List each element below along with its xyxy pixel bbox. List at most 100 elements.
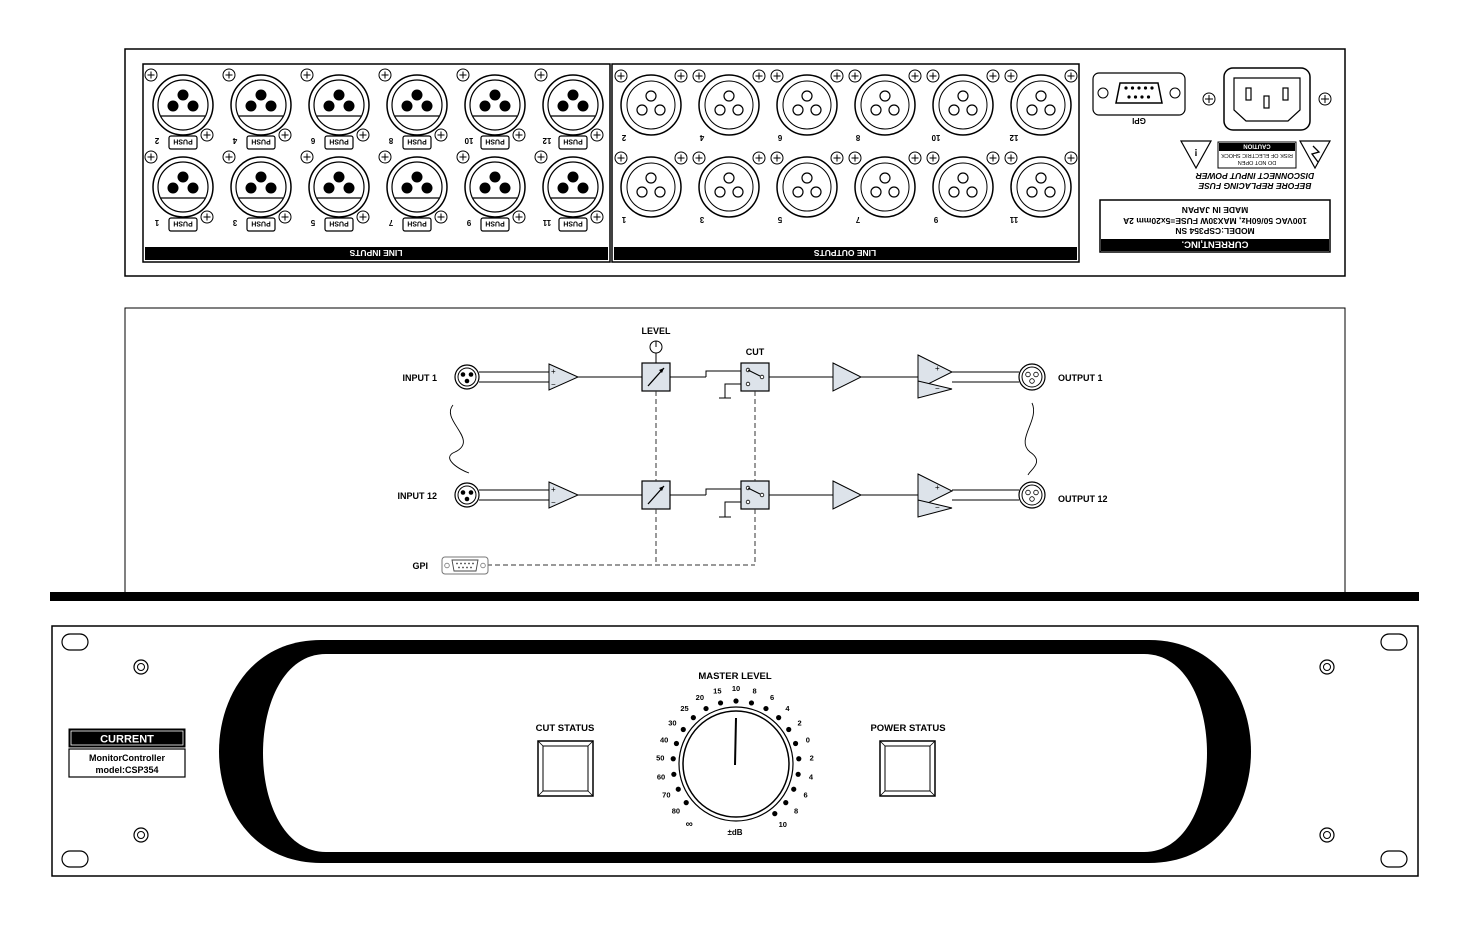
input-12-label: INPUT 12 bbox=[397, 491, 437, 501]
scale-tick bbox=[671, 771, 677, 777]
rating-model: MODEL:CSP354 SN bbox=[1175, 226, 1254, 236]
svg-text:−: − bbox=[935, 384, 940, 393]
channel-number: 9 bbox=[466, 218, 471, 227]
xlr-output-jack[interactable]: 6 bbox=[770, 69, 844, 142]
push-label: PUSH bbox=[485, 138, 504, 145]
channel-number: 3 bbox=[232, 218, 237, 227]
gpi-connector[interactable] bbox=[1092, 72, 1186, 116]
push-label: PUSH bbox=[329, 138, 348, 145]
xlr-input-jack[interactable]: PUSH 4 bbox=[222, 68, 292, 150]
warning-line-1: DISCONNECT INPUT POWER bbox=[1195, 171, 1314, 181]
buffer-amp-1 bbox=[832, 362, 863, 392]
svg-text:−: − bbox=[551, 498, 556, 507]
gpi-rear-label: GPI bbox=[1132, 116, 1146, 125]
scale-label: 20 bbox=[696, 693, 704, 702]
xlr-output-jack[interactable]: 9 bbox=[926, 151, 1000, 224]
xlr-output-jack[interactable]: 7 bbox=[848, 151, 922, 224]
channel-number: 2 bbox=[621, 133, 626, 142]
caution-warning: ! CAUTION RISK OF ELECTRIC SHOCK DO NOT … bbox=[1179, 140, 1332, 191]
master-level-knob[interactable] bbox=[678, 706, 794, 822]
xlr-input-jack[interactable]: PUSH 11 bbox=[534, 150, 604, 232]
scale-label: 80 bbox=[672, 807, 680, 816]
xlr-output-jack[interactable]: 11 bbox=[1004, 151, 1078, 224]
channel-number: 7 bbox=[855, 215, 860, 224]
output-amp-minus-12 bbox=[917, 499, 953, 518]
cut-switch-12 bbox=[740, 480, 770, 510]
output-12-label: OUTPUT 12 bbox=[1058, 494, 1108, 504]
scale-label: 8 bbox=[794, 807, 798, 816]
svg-text:+: + bbox=[551, 367, 556, 376]
buffer-amp-12 bbox=[832, 480, 863, 510]
xlr-input-jack[interactable]: PUSH 1 bbox=[144, 150, 214, 232]
xlr-output-jack[interactable]: 12 bbox=[1004, 69, 1078, 142]
lightning-triangle-icon bbox=[1298, 140, 1332, 170]
xlr-output-jacks: 2 4 6 8 10 12 1 3 5 7 9 11 bbox=[614, 69, 1078, 224]
xlr-output-jack[interactable]: 3 bbox=[692, 151, 766, 224]
channel-number: 1 bbox=[154, 218, 159, 227]
xlr-output-jack[interactable]: 10 bbox=[926, 69, 1000, 142]
scale-tick bbox=[673, 740, 680, 747]
rating-power: 100VAC 50/60Hz, MAX30W FUSE=5x20mm 2A bbox=[1123, 216, 1307, 226]
xlr-output-jack[interactable]: 2 bbox=[614, 69, 688, 142]
cut-status-label: CUT STATUS bbox=[536, 723, 595, 734]
push-label: PUSH bbox=[251, 138, 270, 145]
push-label: PUSH bbox=[563, 220, 582, 227]
power-status-button[interactable] bbox=[879, 740, 936, 797]
channel-number: 9 bbox=[933, 215, 938, 224]
caution-line-2: DO NOT OPEN bbox=[1238, 159, 1276, 165]
xlr-output-jack[interactable]: 4 bbox=[692, 69, 766, 142]
scale-tick bbox=[776, 715, 782, 721]
channel-number: 10 bbox=[931, 133, 940, 142]
svg-text:!: ! bbox=[1194, 146, 1197, 157]
caution-line-1: RISK OF ELECTRIC SHOCK bbox=[1221, 152, 1293, 158]
push-label: PUSH bbox=[173, 138, 192, 145]
scale-label: 10 bbox=[732, 684, 740, 693]
cut-status-button[interactable] bbox=[537, 740, 594, 797]
input-amp-12 bbox=[548, 481, 580, 509]
product-name: MonitorController bbox=[89, 753, 165, 763]
channel-number: 12 bbox=[542, 136, 551, 145]
scale-label: 25 bbox=[680, 704, 688, 713]
channel-number: 11 bbox=[542, 218, 551, 227]
master-level-label: MASTER LEVEL bbox=[698, 671, 772, 682]
rack-slot-top-right bbox=[1380, 633, 1408, 651]
scale-label: 60 bbox=[657, 772, 665, 781]
channel-number: 1 bbox=[621, 215, 626, 224]
xlr-output-jack[interactable]: 1 bbox=[614, 151, 688, 224]
channel-number: 10 bbox=[464, 136, 473, 145]
channel-number: 8 bbox=[855, 133, 860, 142]
control-lines bbox=[487, 391, 756, 566]
scale-tick bbox=[795, 771, 801, 777]
output-amp-minus-1 bbox=[917, 380, 953, 399]
output-ellipsis-wave bbox=[1024, 402, 1037, 476]
ac-power-inlet[interactable] bbox=[1202, 67, 1332, 131]
line-outputs-box bbox=[611, 63, 1080, 263]
xlr-output-jack[interactable]: 5 bbox=[770, 151, 844, 224]
power-status-label: POWER STATUS bbox=[870, 723, 945, 734]
xlr-output-jack[interactable]: 8 bbox=[848, 69, 922, 142]
xlr-input-jack[interactable]: PUSH 10 bbox=[456, 68, 526, 150]
line-inputs-label: LINE INPUTS bbox=[349, 248, 402, 258]
output-amp-plus-1 bbox=[917, 354, 954, 390]
cut-label: CUT bbox=[746, 347, 765, 357]
channel-number: 8 bbox=[388, 136, 393, 145]
push-label: PUSH bbox=[173, 220, 192, 227]
channel-number: 12 bbox=[1009, 133, 1018, 142]
channel-number: 6 bbox=[777, 133, 782, 142]
channel-number: 5 bbox=[777, 215, 782, 224]
channel-number: 4 bbox=[232, 136, 237, 145]
input-ellipsis-wave bbox=[449, 404, 470, 474]
channel-number: 4 bbox=[699, 133, 704, 142]
